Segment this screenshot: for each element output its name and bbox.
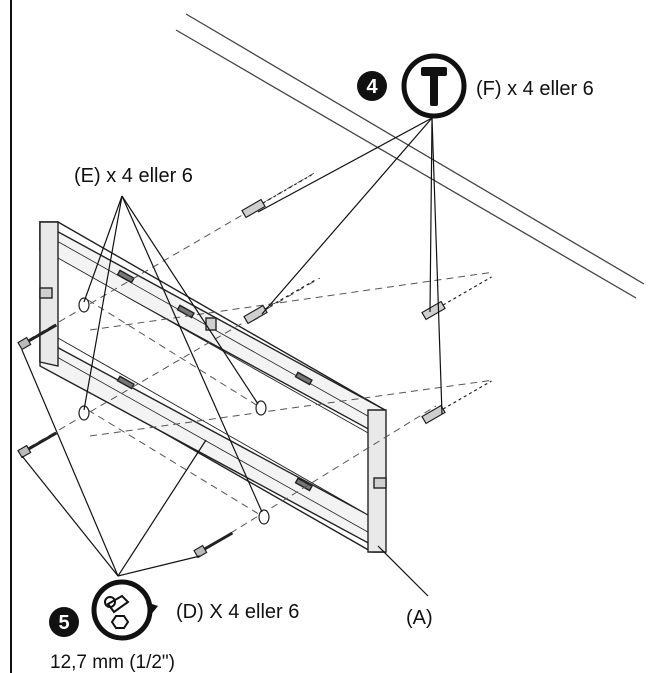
leader-lines-e [83,195,263,513]
lag-bolt [17,431,58,459]
washer [258,509,270,525]
leader-line-a [377,545,429,597]
wall-anchor [241,174,312,219]
washer [78,405,90,421]
rotate-arrow-icon [146,602,158,616]
wall-anchor [421,380,492,425]
socket-size-label: 12,7 mm (1/2") [50,652,175,673]
alignment-lines [27,171,495,553]
leader-lines-d [21,349,207,577]
fastener-f-label: (F) x 4 eller 6 [476,78,594,100]
step-number: 4 [366,76,378,98]
step-4-callout: 4 (F) x 4 eller 6 [357,53,594,119]
step-number-badge [357,71,387,101]
lag-bolts-d [17,323,234,559]
washer [78,297,90,313]
wall-stud [175,13,645,299]
washer-e-label: (E) x 4 eller 6 [74,165,193,187]
wall-anchor [421,276,492,321]
mount-a-label: (A) [406,607,433,629]
lag-bolt [193,531,234,559]
washer [255,400,267,416]
hammer-icon [421,67,447,106]
lag-bolt [17,323,58,351]
leader-lines-f [257,117,443,415]
wall-anchor [243,279,316,325]
wrench-tool-circle [91,579,153,641]
wall-mount-plate [39,220,387,554]
step-number-badge [49,607,79,637]
wrench-icon [104,594,130,629]
step-5-callout: 5 (D) X 4 eller 6 12,7 mm (1/2") [49,579,299,673]
fastener-d-label: (D) X 4 eller 6 [176,601,299,623]
washers-e [78,297,270,525]
step-number: 5 [58,612,69,634]
wall-anchors-f [241,174,492,425]
